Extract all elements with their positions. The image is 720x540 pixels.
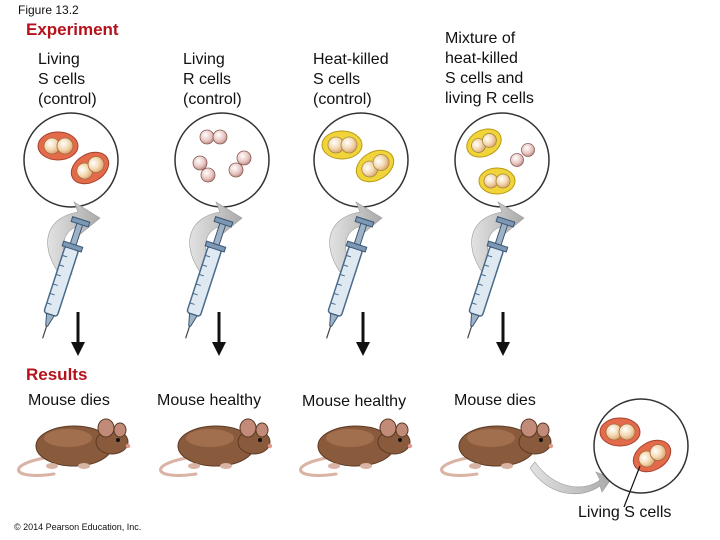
- s-cell: [632, 439, 672, 473]
- r-cell: [510, 143, 535, 167]
- callout-line: [623, 465, 641, 508]
- experiment-heading: Experiment: [26, 20, 119, 39]
- dish-mixture: [454, 112, 550, 208]
- syringe-living-r: [175, 215, 235, 343]
- result-arrow: [529, 461, 613, 495]
- r-cell: [228, 150, 252, 178]
- mouse-healthy: [299, 417, 414, 477]
- column-heading-mixture: Mixture of heat-killed S cells and livin…: [445, 30, 534, 107]
- dish-living-r: [174, 112, 270, 208]
- results-heading: Results: [26, 365, 88, 384]
- column-heading-heat-killed-s: Heat-killed S cells (control): [313, 51, 389, 108]
- dish-heat-killed-s: [313, 112, 409, 208]
- down-arrow: [69, 310, 87, 358]
- figure-label: Figure 13.2: [18, 3, 79, 17]
- mouse-dead: [17, 417, 132, 477]
- s-cell: [599, 417, 641, 447]
- s-cell: [37, 131, 79, 161]
- outcome-heat-killed-s: Mouse healthy: [302, 393, 407, 410]
- down-arrow: [210, 310, 228, 358]
- s-cell: [70, 151, 110, 185]
- column-heading-living-s: Living S cells (control): [38, 51, 97, 108]
- heat-killed-s-cell: [466, 128, 502, 158]
- outcome-mixture: Mouse dies: [454, 392, 536, 409]
- outcome-living-s: Mouse dies: [28, 392, 110, 409]
- syringe-mixture: [457, 215, 517, 343]
- dish-living-s: [23, 112, 119, 208]
- r-cell: [199, 129, 228, 145]
- living-s-cells-callout: Living S cells: [578, 504, 672, 521]
- down-arrow: [494, 310, 512, 358]
- heat-killed-s-cell: [355, 149, 395, 183]
- heat-killed-s-cell: [321, 130, 363, 160]
- syringe-living-s: [32, 215, 92, 343]
- outcome-living-r: Mouse healthy: [157, 392, 262, 409]
- dish-result-living-s: [593, 398, 689, 494]
- syringe-heat-killed-s: [316, 215, 376, 343]
- r-cell: [192, 155, 216, 183]
- heat-killed-s-cell: [478, 167, 516, 195]
- mouse-healthy: [159, 417, 274, 477]
- down-arrow: [354, 310, 372, 358]
- copyright: © 2014 Pearson Education, Inc.: [14, 522, 142, 532]
- column-heading-living-r: Living R cells (control): [183, 51, 242, 108]
